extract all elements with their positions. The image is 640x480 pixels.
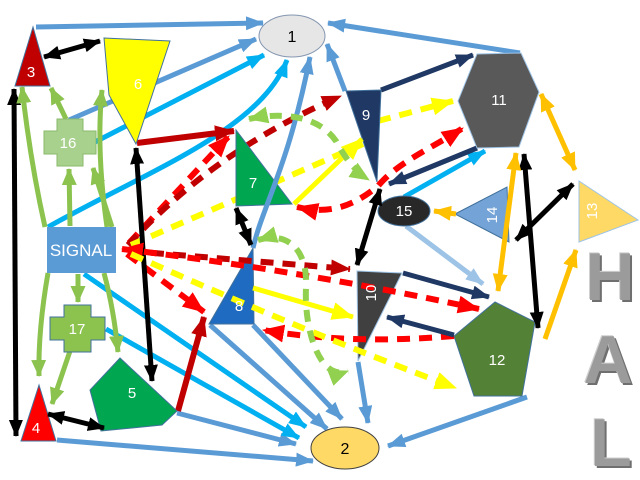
svg-text:SIGNAL: SIGNAL [50, 241, 112, 260]
svg-text:4: 4 [32, 420, 40, 437]
svg-text:16: 16 [60, 135, 77, 152]
svg-text:7: 7 [249, 175, 257, 192]
svg-text:8: 8 [235, 298, 243, 315]
svg-text:9: 9 [362, 107, 370, 124]
svg-text:10: 10 [363, 285, 380, 302]
svg-text:L: L [589, 404, 631, 480]
svg-text:2: 2 [341, 441, 350, 458]
svg-text:A: A [582, 321, 631, 397]
svg-text:A: A [583, 322, 632, 398]
svg-text:13: 13 [584, 203, 601, 220]
svg-text:12: 12 [489, 352, 506, 369]
svg-text:H: H [585, 239, 634, 315]
svg-text:15: 15 [396, 203, 413, 220]
svg-text:14: 14 [484, 207, 501, 224]
svg-text:H: H [587, 241, 636, 317]
svg-text:A: A [585, 324, 634, 400]
svg-text:L: L [592, 407, 634, 480]
svg-text:H: H [584, 238, 633, 314]
svg-text:17: 17 [69, 321, 86, 338]
svg-text:L: L [590, 405, 632, 480]
svg-text:6: 6 [134, 76, 142, 93]
svg-text:3: 3 [27, 64, 35, 81]
svg-text:5: 5 [128, 385, 136, 402]
svg-text:1: 1 [288, 29, 297, 46]
svg-text:11: 11 [491, 92, 507, 109]
